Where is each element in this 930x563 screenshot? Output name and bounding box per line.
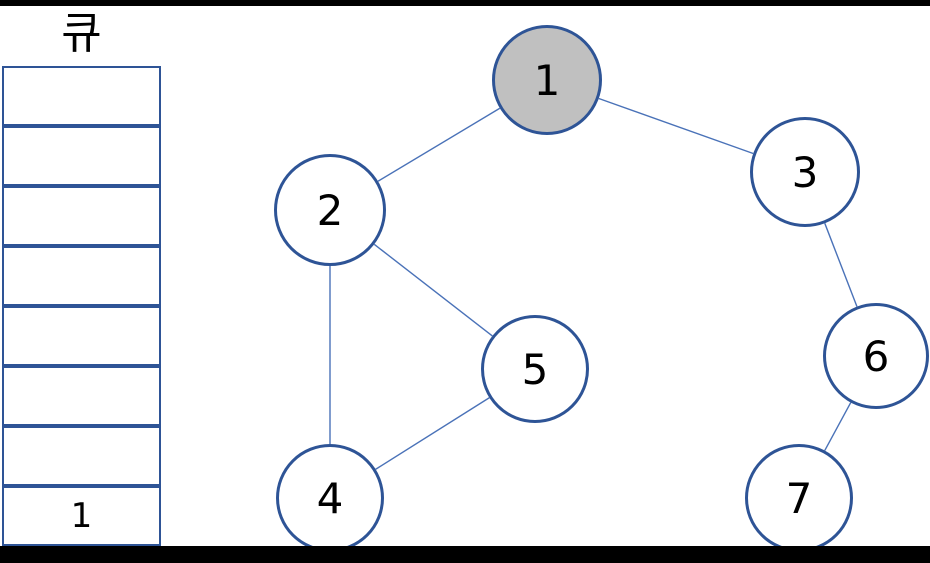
graph-area: 1 2 3 4 5 6 7 <box>0 6 930 546</box>
graph-node-label: 1 <box>533 55 561 105</box>
letterbox-top <box>0 0 930 6</box>
graph-node-label: 5 <box>521 344 549 394</box>
graph-node-label: 6 <box>862 331 890 381</box>
queue-cell <box>2 366 161 426</box>
graph-node-1: 1 <box>492 25 602 135</box>
graph-edge <box>824 223 858 307</box>
graph-node-label: 7 <box>785 473 813 523</box>
graph-node-label: 2 <box>316 185 344 235</box>
queue-cell <box>2 306 161 366</box>
queue-cell <box>2 126 161 186</box>
graph-node-7: 7 <box>745 444 853 546</box>
queue-cell <box>2 426 161 486</box>
graph-edges <box>329 97 858 470</box>
graph-node-4: 4 <box>276 444 384 546</box>
queue-cell <box>2 186 161 246</box>
graph-edge <box>824 402 852 451</box>
queue-cell <box>2 66 161 126</box>
slide-canvas: 큐 1 1 2 3 4 5 6 7 <box>0 6 930 546</box>
graph-node-label: 3 <box>791 147 819 197</box>
queue-cell: 1 <box>2 486 161 546</box>
graph-node-3: 3 <box>750 117 860 227</box>
graph-node-label: 4 <box>316 473 344 523</box>
queue-panel: 큐 1 <box>0 6 166 546</box>
graph-edge <box>377 107 501 182</box>
graph-node-5: 5 <box>481 315 589 423</box>
letterbox-bottom <box>0 546 930 563</box>
graph-node-6: 6 <box>823 303 929 409</box>
queue-cell <box>2 246 161 306</box>
queue-cell-list: 1 <box>2 66 161 546</box>
graph-edge <box>598 97 754 155</box>
queue-title: 큐 <box>61 8 102 59</box>
graph-edge <box>373 243 493 337</box>
graph-edge <box>375 397 490 470</box>
graph-node-2: 2 <box>274 154 386 266</box>
